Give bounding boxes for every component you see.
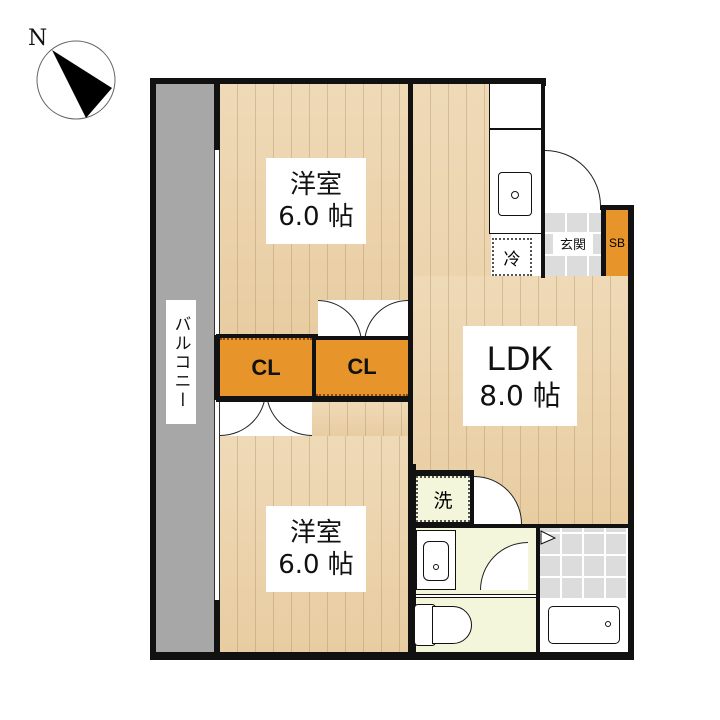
room-size: 6.0 帖	[278, 202, 354, 232]
bath-wall	[536, 524, 540, 652]
toilet-icon	[414, 604, 474, 646]
wet-area-wall	[408, 464, 416, 652]
closet-left-door[interactable]	[220, 402, 312, 436]
shoe-box: SB	[604, 210, 628, 276]
washroom-door[interactable]	[474, 476, 522, 524]
room-name: 洋室	[289, 518, 342, 548]
western-room-top-label: 洋室 6.0 帖	[266, 158, 366, 244]
room-size: 8.0 帖	[479, 379, 561, 412]
north-arrow-icon	[36, 40, 116, 120]
closet-left: CL	[220, 338, 312, 396]
bathtub	[540, 598, 628, 652]
vanity	[416, 530, 456, 590]
room-size: 6.0 帖	[278, 550, 354, 580]
western-room-bottom-upper	[312, 402, 408, 436]
entrance-label: 玄関	[553, 232, 593, 254]
sink-icon	[498, 172, 532, 216]
washer-space: 洗	[416, 476, 470, 522]
window-top	[214, 150, 220, 335]
partition-wall	[408, 84, 413, 464]
refrigerator-space: 冷	[492, 238, 532, 276]
bathroom-floor	[540, 528, 628, 598]
entrance-door[interactable]	[545, 150, 601, 206]
bathroom-door[interactable]	[540, 530, 557, 550]
closet-right: CL	[316, 340, 408, 396]
toilet-door[interactable]	[480, 542, 528, 590]
toilet-room-wall	[416, 594, 536, 598]
compass-north-label: N	[28, 26, 48, 51]
western-room-bottom-label: 洋室 6.0 帖	[266, 506, 366, 592]
window-bottom	[214, 400, 220, 600]
compass: N	[28, 26, 118, 126]
outer-wall-right-top	[408, 78, 546, 86]
ldk-label: LDK 8.0 帖	[463, 326, 577, 426]
kitchen-counter	[489, 84, 543, 234]
wet-area-top-wall	[408, 524, 628, 528]
room-name: 洋室	[289, 170, 342, 200]
bathtub-icon	[548, 606, 620, 644]
outer-wall-bottom	[400, 652, 634, 660]
basin-icon	[423, 541, 449, 581]
balcony-label: バルコニー	[166, 300, 196, 424]
closet-right-door[interactable]	[318, 300, 408, 336]
room-name: LDK	[486, 340, 554, 378]
kitchen-wall	[541, 84, 545, 278]
